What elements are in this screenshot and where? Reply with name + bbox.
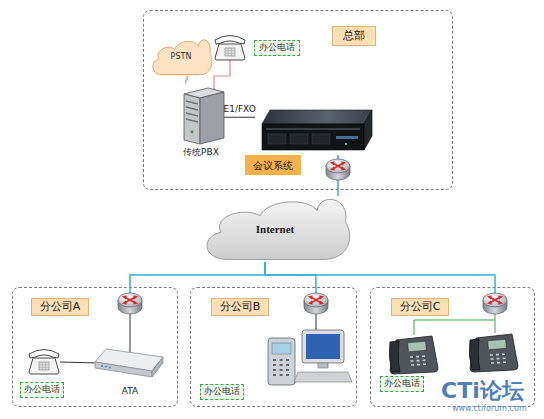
router	[326, 159, 350, 180]
connector	[337, 155, 339, 196]
phone-label: 办公电话	[384, 379, 420, 389]
desk-phone	[215, 36, 245, 61]
connector	[265, 262, 316, 287]
device-label: ATA	[122, 387, 138, 397]
connector	[130, 262, 265, 287]
phone-wire	[214, 60, 230, 91]
cloud-outline	[153, 40, 212, 75]
phone-tag: 办公电话	[380, 376, 424, 392]
ata-device	[152, 357, 163, 377]
ip-phone	[268, 338, 295, 385]
conference-rack	[262, 110, 372, 150]
phone-label: 办公电话	[204, 387, 240, 397]
connector	[265, 262, 495, 287]
watermark: CTi论坛	[441, 380, 524, 402]
pbx-server	[186, 101, 198, 122]
pbx-server	[191, 131, 194, 134]
phone-label: 办公电话	[259, 43, 295, 53]
connector	[186, 76, 187, 84]
phone-label: 办公电话	[24, 385, 60, 395]
site-group: 分公司B 办公电话	[190, 287, 357, 407]
desk-phone	[29, 350, 59, 375]
pbx-server	[200, 92, 224, 144]
pc	[302, 330, 344, 363]
pbx-server	[184, 88, 224, 98]
edge-label: E1/FXO	[224, 105, 256, 114]
conference-rack	[345, 143, 347, 145]
site-heading: 分公司A	[31, 298, 89, 316]
conference-rack	[336, 136, 358, 139]
lan-wire	[414, 307, 495, 335]
ip-phone	[469, 334, 518, 372]
site-heading: 分公司B	[211, 298, 269, 316]
ata-device-box: ATA	[95, 345, 165, 397]
conference-rack	[312, 134, 330, 144]
site-group: 分公司A 办公电话 ATA	[12, 287, 178, 407]
ip-phone	[389, 336, 438, 374]
site-group: 总部 PSTN 办公电话传统PBX 会议系统	[143, 10, 453, 190]
conference-rack	[290, 134, 308, 144]
conference-rack	[268, 134, 286, 144]
conference-rack	[262, 110, 372, 124]
pc	[294, 372, 352, 382]
conference-rack	[266, 128, 360, 130]
phone-tag: 办公电话	[200, 384, 244, 400]
ata-device	[95, 362, 152, 377]
pc	[318, 363, 328, 368]
device-label: 传统PBX	[183, 148, 219, 158]
ata-device	[95, 349, 163, 371]
lan-wire	[130, 307, 131, 352]
router	[483, 293, 507, 314]
internet-cloud: Internet	[200, 196, 350, 262]
connector	[224, 117, 255, 118]
ip-phone	[273, 360, 289, 375]
router-stub	[130, 287, 495, 296]
site-heading: 总部	[332, 26, 376, 46]
ata-device	[95, 349, 163, 377]
pbx-device: 传统PBX	[178, 84, 224, 158]
device-tag: 会议系统	[245, 155, 301, 175]
pbx-server	[184, 88, 224, 144]
ata-device	[109, 367, 111, 369]
conference-server: 会议系统	[255, 108, 373, 155]
phone-tag: 办公电话	[254, 40, 300, 56]
conference-rack	[364, 110, 372, 150]
pc	[306, 334, 340, 359]
ata-device	[105, 366, 107, 368]
cloud-label: Internet	[256, 223, 295, 235]
phone-wire	[60, 362, 97, 363]
ip-phone	[268, 338, 295, 385]
pc	[294, 330, 352, 382]
cloud-outline	[207, 199, 350, 259]
router	[304, 293, 328, 314]
conference-rack	[262, 124, 364, 150]
phone-tag: 办公电话	[20, 382, 64, 398]
pstn-cloud: PSTN	[150, 38, 212, 76]
ata-device	[101, 365, 103, 367]
ip-phone	[272, 343, 291, 354]
lan-wire	[316, 307, 317, 330]
site-heading: 分公司C	[391, 298, 449, 316]
pbx-server	[184, 94, 200, 144]
router	[118, 293, 142, 314]
watermark-url: www.ctiforum.com	[452, 405, 527, 413]
cloud-label: PSTN	[171, 53, 192, 62]
